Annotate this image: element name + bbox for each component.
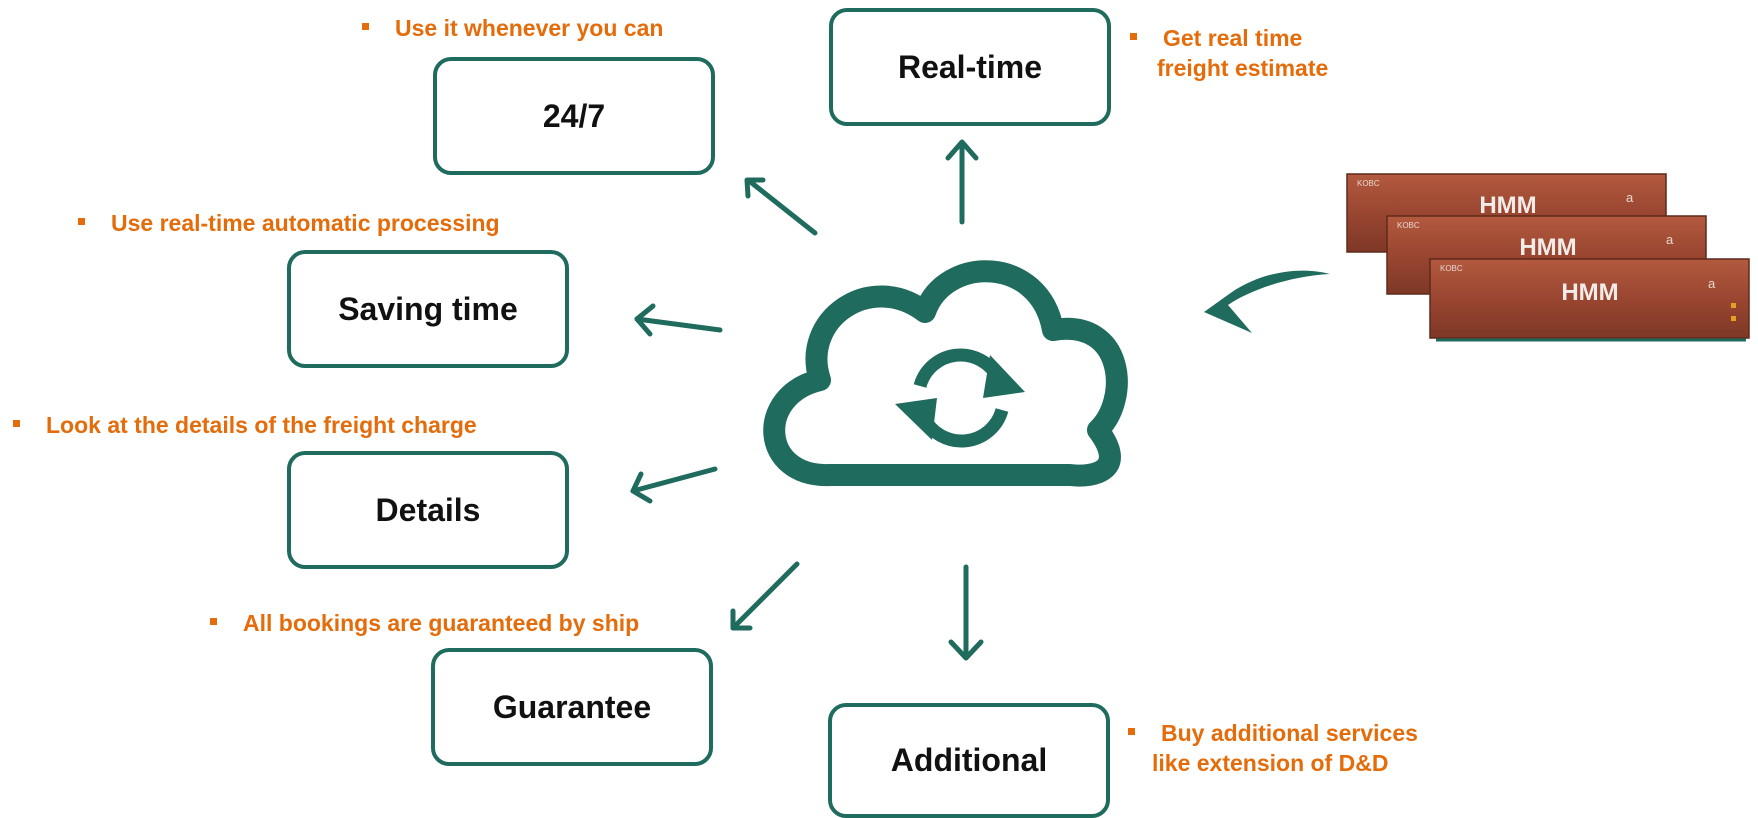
- arrow-up-realtime: [945, 139, 979, 225]
- arrow-to-guarantee: [730, 561, 800, 631]
- note-details: Look at the details of the freight charg…: [13, 410, 477, 440]
- note-details-text: Look at the details of the freight charg…: [46, 412, 477, 438]
- note-realtime-line2: freight estimate: [1157, 55, 1329, 81]
- note-guarantee-text: All bookings are guaranteed by ship: [243, 610, 640, 636]
- cloud-sync-icon: [763, 260, 1128, 487]
- box-saving-time: Saving time: [287, 250, 569, 368]
- container-front: KOBC HMM a: [1429, 258, 1750, 342]
- bullet-icon: [1130, 33, 1137, 41]
- note-saving-time: Use real-time automatic processing: [78, 208, 500, 238]
- svg-text:KOBC: KOBC: [1397, 221, 1420, 230]
- svg-text:a: a: [1626, 190, 1634, 205]
- box-24-7: 24/7: [433, 57, 715, 175]
- svg-text:HMM: HMM: [1519, 234, 1576, 261]
- note-additional-line1: Buy additional services: [1161, 720, 1418, 746]
- box-details: Details: [287, 451, 569, 569]
- note-realtime-line1: Get real time: [1163, 25, 1303, 51]
- svg-text:a: a: [1666, 232, 1674, 247]
- svg-text:a: a: [1708, 276, 1716, 291]
- note-saving-time-text: Use real-time automatic processing: [111, 210, 500, 236]
- arrow-down-additional: [948, 564, 984, 661]
- hmm-containers-image: KOBC HMM a KOBC HMM a KOBC HMM a: [1346, 173, 1750, 342]
- bullet-icon: [13, 420, 20, 428]
- note-guarantee: All bookings are guaranteed by ship: [210, 608, 639, 638]
- note-additional-line2: like extension of D&D: [1152, 750, 1389, 776]
- note-24-7: Use it whenever you can: [362, 13, 663, 43]
- svg-text:HMM: HMM: [1479, 192, 1536, 219]
- curved-arrow-from-containers: [1204, 270, 1330, 333]
- svg-text:KOBC: KOBC: [1440, 264, 1463, 273]
- note-realtime: Get real time freight estimate: [1130, 23, 1328, 83]
- bullet-icon: [78, 218, 85, 226]
- box-realtime: Real-time: [829, 8, 1111, 126]
- box-guarantee: Guarantee: [431, 648, 713, 766]
- arrow-to-saving-time: [634, 303, 723, 337]
- arrow-to-247: [744, 177, 818, 236]
- svg-text:HMM: HMM: [1561, 279, 1618, 306]
- bullet-icon: [1128, 728, 1135, 736]
- note-additional: Buy additional services like extension o…: [1128, 718, 1418, 778]
- note-24-7-text: Use it whenever you can: [395, 15, 664, 41]
- bullet-icon: [362, 23, 369, 31]
- svg-text:KOBC: KOBC: [1357, 179, 1380, 188]
- bullet-icon: [210, 618, 217, 626]
- box-additional: Additional: [828, 703, 1110, 818]
- arrow-to-details: [630, 466, 718, 504]
